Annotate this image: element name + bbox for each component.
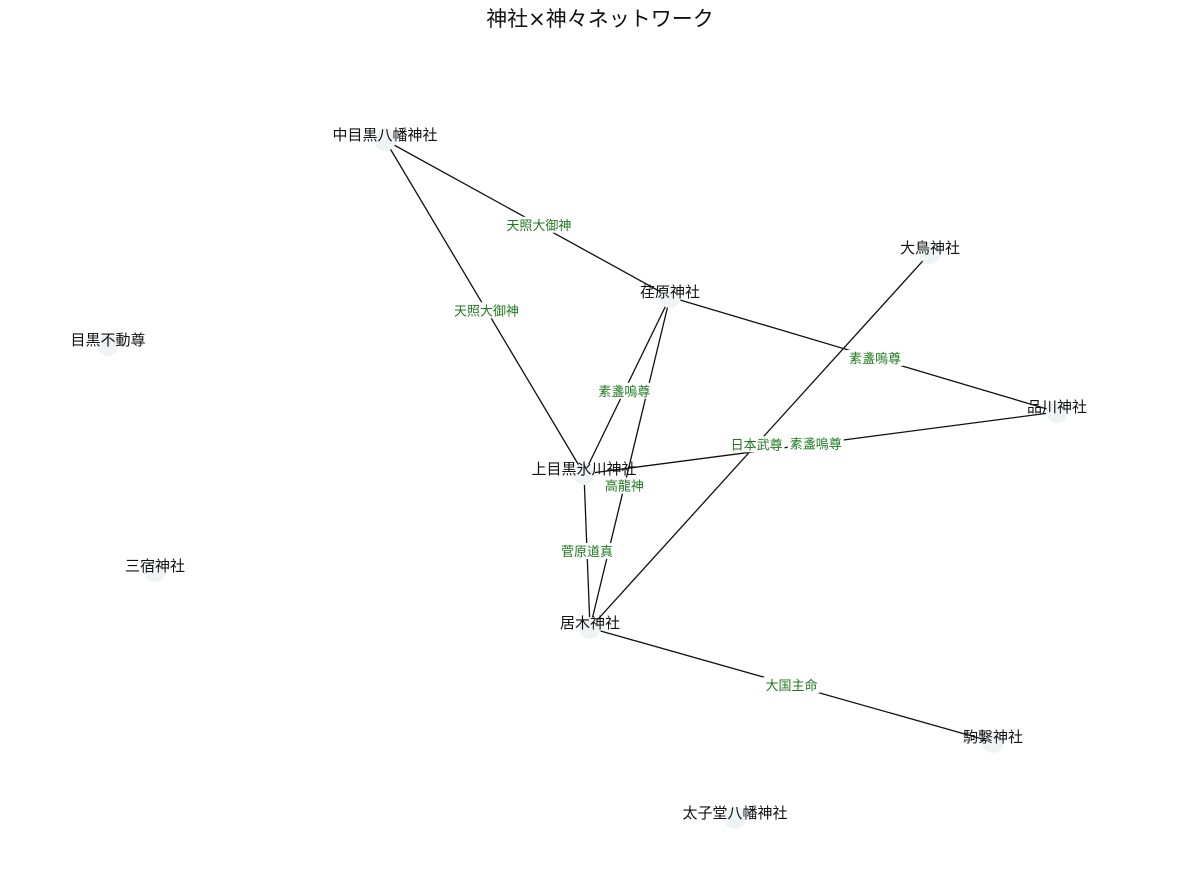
edge-label-group: 素盞嗚尊	[787, 435, 844, 453]
edge-label-background	[504, 216, 574, 233]
edge-label-group: 菅原道真	[559, 543, 615, 560]
node-igi[interactable]: 居木神社	[560, 614, 620, 639]
node-shinagawa[interactable]: 品川神社	[1027, 398, 1087, 423]
node-label: 目黒不動尊	[70, 331, 145, 349]
graph-title: 神社×神々ネットワーク	[486, 7, 714, 31]
edges-layer	[384, 139, 1058, 743]
edge-label-group: 天照大御神	[504, 216, 574, 234]
edge-label: 素盞嗚尊	[790, 437, 842, 453]
node-circle[interactable]	[724, 807, 746, 829]
node-label: 居木神社	[560, 614, 620, 632]
node-label: 太子堂八幡神社	[682, 804, 787, 822]
node-circle[interactable]	[659, 286, 681, 308]
node-circle[interactable]	[579, 617, 601, 639]
edge-label-background	[728, 436, 785, 453]
node-circle[interactable]	[919, 242, 941, 264]
node-label: 三宿神社	[125, 557, 185, 575]
edge-label: 天照大御神	[506, 219, 571, 234]
node-mishuku[interactable]: 三宿神社	[125, 557, 185, 582]
edge-label-background	[847, 349, 904, 366]
edge-label: 菅原道真	[561, 545, 613, 560]
node-label: 品川神社	[1027, 398, 1087, 416]
node-circle[interactable]	[144, 560, 166, 582]
edge-label-group: 素盞嗚尊	[847, 349, 904, 367]
edge-label-group: 高龍神	[602, 477, 646, 495]
node-label: 大鳥神社	[900, 239, 960, 257]
node-kamimeguro_hikawa[interactable]: 上目黒氷川神社	[531, 460, 637, 485]
edge-label: 素盞嗚尊	[598, 384, 650, 400]
edge-label-background	[559, 543, 615, 559]
node-circle[interactable]	[573, 463, 595, 485]
node-circle[interactable]	[97, 334, 119, 356]
node-komatsunagi[interactable]: 駒繋神社	[963, 728, 1023, 753]
edge-label: 素盞嗚尊	[849, 351, 901, 367]
node-label: 駒繋神社	[963, 728, 1023, 746]
edge-label-background	[602, 477, 646, 494]
node-label: 荏原神社	[640, 283, 700, 301]
edge-label-group: 日本武尊	[728, 436, 785, 453]
node-taishido_hachiman[interactable]: 太子堂八幡神社	[682, 804, 788, 829]
edge-label: 天照大御神	[454, 304, 519, 319]
edge-label: 高龍神	[605, 479, 644, 495]
node-label: 上目黒氷川神社	[531, 460, 636, 478]
node-meguro_fudoson[interactable]: 目黒不動尊	[70, 331, 146, 356]
node-arihara[interactable]: 荏原神社	[640, 283, 700, 308]
edge-label-group: 素盞嗚尊	[596, 382, 653, 400]
edge-label-background	[451, 302, 521, 319]
edge-label-background	[596, 382, 653, 399]
node-label: 中目黒八幡神社	[332, 126, 437, 144]
edge-label: 大国主命	[765, 678, 817, 694]
edge-label-group: 大国主命	[763, 677, 820, 694]
node-circle[interactable]	[982, 731, 1004, 753]
edge-label-background	[787, 435, 844, 452]
edge-label-group: 天照大御神	[451, 302, 521, 319]
edge-arihara-igi	[589, 296, 671, 629]
nodes-layer: 中目黒八幡神社大鳥神社荏原神社目黒不動尊品川神社上目黒氷川神社三宿神社居木神社駒…	[70, 126, 1087, 829]
edge-label: 日本武尊	[731, 437, 783, 453]
node-ootori[interactable]: 大鳥神社	[900, 239, 960, 264]
node-nakameguro[interactable]: 中目黒八幡神社	[332, 126, 438, 151]
node-circle[interactable]	[1046, 401, 1068, 423]
node-circle[interactable]	[374, 129, 396, 151]
edge-label-background	[763, 677, 820, 693]
